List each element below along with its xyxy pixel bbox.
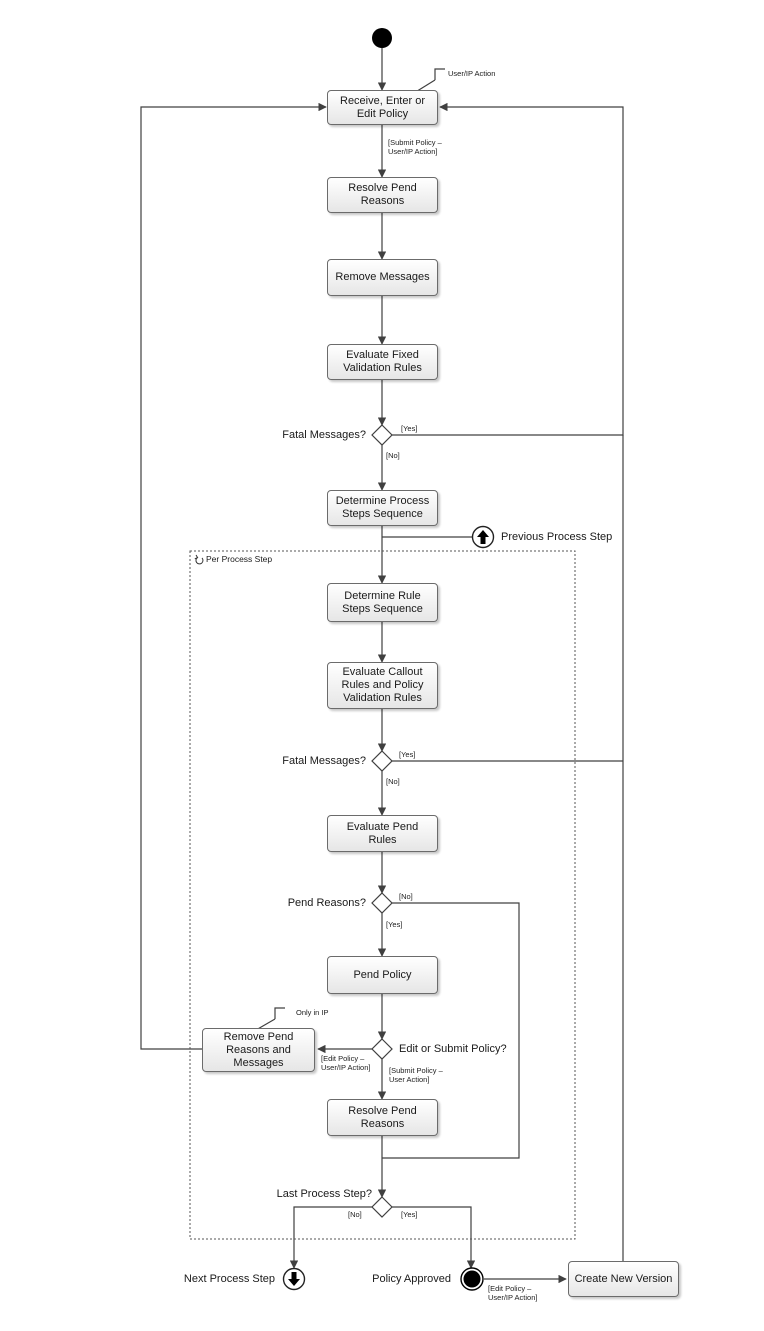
- pend-policy-node: Pend Policy: [327, 956, 438, 994]
- policy-approved-label: Policy Approved: [372, 1273, 451, 1285]
- guard-submit-policy-1-text: [Submit Policy – User/IP Action]: [388, 138, 442, 156]
- guard-edit-policy-2-text: [Edit Policy – User/IP Action]: [488, 1284, 538, 1302]
- guard-edit-policy-1: [Edit Policy – User/IP Action]: [321, 1054, 379, 1072]
- determine-rule-steps-node: Determine Rule Steps Sequence: [327, 583, 438, 622]
- remove-pend-reasons-node: Remove Pend Reasons and Messages: [202, 1028, 315, 1072]
- per-process-step-region: [189, 550, 576, 1240]
- edit-or-submit-label: Edit or Submit Policy?: [399, 1043, 507, 1055]
- final-node: [460, 1267, 484, 1291]
- guard-no-last: [No]: [348, 1210, 362, 1219]
- guard-no-2: [No]: [386, 777, 400, 786]
- determine-process-steps-node: Determine Process Steps Sequence: [327, 490, 438, 526]
- guard-yes-2: [Yes]: [399, 750, 416, 759]
- guard-yes-last: [Yes]: [401, 1210, 418, 1219]
- decision-pend-reasons: [371, 892, 393, 914]
- start-node: [372, 28, 392, 48]
- decision-edit-or-submit: [371, 1038, 393, 1060]
- evaluate-fixed-validation-node: Evaluate Fixed Validation Rules: [327, 344, 438, 380]
- note-only-in-ip: Only in IP: [296, 1008, 329, 1017]
- next-step-down-arrow-icon: [282, 1267, 306, 1291]
- remove-messages-node: Remove Messages: [327, 259, 438, 296]
- guard-yes-pend: [Yes]: [386, 920, 403, 929]
- per-process-step-title: Per Process Step: [206, 554, 273, 564]
- guard-submit-policy-2: [Submit Policy – User Action]: [389, 1066, 451, 1084]
- guard-no-pend: [No]: [399, 892, 413, 901]
- guard-submit-policy-2-text: [Submit Policy – User Action]: [389, 1066, 443, 1084]
- loop-icon: [194, 554, 204, 565]
- resolve-pend-reasons-node: Resolve Pend Reasons: [327, 177, 438, 213]
- resolve-pend-reasons-2-node: Resolve Pend Reasons: [327, 1099, 438, 1136]
- next-process-step-label: Next Process Step: [183, 1273, 275, 1285]
- fatal-messages-label-2: Fatal Messages?: [282, 755, 366, 767]
- decision-fatal-1: [371, 424, 393, 446]
- guard-yes-1: [Yes]: [401, 424, 418, 433]
- previous-process-step-label: Previous Process Step: [501, 531, 613, 543]
- guard-submit-policy-1: [Submit Policy – User/IP Action]: [388, 138, 448, 156]
- create-new-version-node: Create New Version: [568, 1261, 679, 1297]
- fatal-messages-label-1: Fatal Messages?: [282, 429, 366, 441]
- last-process-step-label: Last Process Step?: [276, 1188, 372, 1200]
- guard-edit-policy-1-text: [Edit Policy – User/IP Action]: [321, 1054, 371, 1072]
- decision-fatal-2: [371, 750, 393, 772]
- evaluate-pend-rules-node: Evaluate Pend Rules: [327, 815, 438, 852]
- guard-edit-policy-2: [Edit Policy – User/IP Action]: [488, 1284, 548, 1302]
- decision-last-step: [371, 1196, 393, 1218]
- previous-step-up-arrow-icon: [471, 525, 495, 549]
- receive-enter-edit-policy-node: Receive, Enter or Edit Policy: [327, 90, 438, 125]
- note-user-ip-action: User/IP Action: [448, 69, 496, 78]
- pend-reasons-label: Pend Reasons?: [287, 897, 366, 909]
- guard-no-1: [No]: [386, 451, 400, 460]
- evaluate-callout-rules-node: Evaluate Callout Rules and Policy Valida…: [327, 662, 438, 709]
